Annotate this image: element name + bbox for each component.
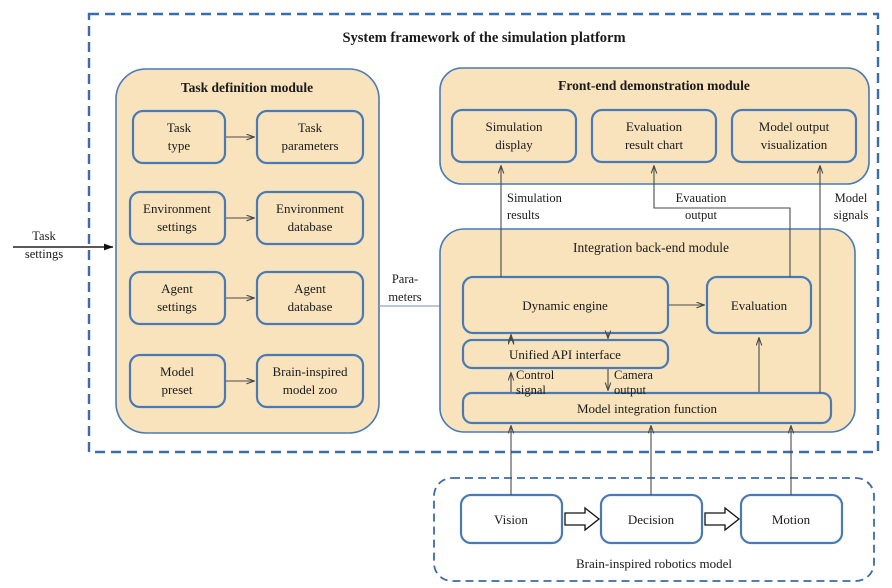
box-decision-label: Decision [628, 512, 675, 527]
label-task-settings-line2: settings [25, 247, 63, 261]
box-agent-database-line2: database [288, 299, 333, 314]
outer-system-boundary [87, 12, 880, 454]
box-evaluation-label: Evaluation [731, 298, 788, 313]
label-task-settings-line1: Task [32, 229, 56, 243]
box-environment-settings-line2: settings [157, 219, 197, 234]
frontend-demonstration-module-title: Front-end demonstration module [558, 78, 750, 93]
box-vision-label: Vision [494, 512, 528, 527]
box-unified-api-interface-label: Unified API interface [509, 347, 621, 362]
box-task-parameters[interactable] [255, 109, 365, 165]
box-environment-database[interactable] [255, 190, 365, 246]
box-simulation-display-line2: display [495, 137, 533, 152]
box-dynamic-engine-label: Dynamic engine [522, 298, 608, 313]
box-task-parameters-line2: parameters [281, 138, 338, 153]
box-brain-inspired-model-zoo[interactable] [255, 353, 365, 409]
box-evaluation[interactable] [705, 275, 813, 335]
label-control-signal-line1: Control [516, 368, 555, 382]
label-parameters-line2: meters [388, 290, 421, 304]
box-agent-settings-line1: Agent [161, 281, 193, 296]
arrow-evaluation-output [654, 166, 791, 277]
box-model-output-visualization-line2: visualization [761, 137, 828, 152]
box-model-output-visualization-line1: Model output [759, 119, 830, 134]
box-environment-database-line1: Environment [276, 201, 344, 216]
box-task-type-line1: Task [167, 120, 192, 135]
label-control-signal-line2: signal [516, 383, 546, 397]
label-camera-output-line2: output [614, 383, 646, 397]
box-simulation-display[interactable] [450, 108, 578, 164]
box-model-integration-function[interactable] [461, 391, 833, 425]
brain-inspired-robotics-boundary [433, 477, 875, 582]
box-task-type-line2: type [168, 138, 191, 153]
box-motion-label: Motion [772, 512, 811, 527]
box-simulation-display-line1: Simulation [485, 119, 543, 134]
box-dynamic-engine[interactable] [461, 275, 670, 335]
label-model-signals-line1: Model [835, 191, 868, 205]
label-simulation-results-line1: Simulation [507, 191, 563, 205]
box-task-parameters-line1: Task [298, 120, 323, 135]
block-arrow-vision-to-decision [564, 506, 601, 532]
box-environment-database-line2: database [288, 219, 333, 234]
box-model-preset[interactable] [128, 353, 227, 409]
box-model-integration-function-label: Model integration function [577, 401, 718, 416]
box-evaluation-result-chart-line1: Evaluation [626, 119, 683, 134]
box-agent-database-line1: Agent [294, 281, 326, 296]
label-camera-output-line1: Camera [614, 368, 653, 382]
box-agent-database[interactable] [255, 270, 365, 326]
page-title: System framework of the simulation platf… [342, 30, 625, 46]
box-agent-settings-line2: settings [157, 299, 197, 314]
box-task-type[interactable] [131, 109, 227, 165]
block-arrow-decision-to-motion [704, 506, 741, 532]
box-agent-settings[interactable] [128, 270, 227, 326]
box-model-output-visualization[interactable] [730, 108, 858, 164]
label-parameters-line1: Para- [392, 272, 418, 286]
label-simulation-results-line2: results [507, 208, 540, 222]
label-evaluation-output-line2: output [685, 208, 717, 222]
integration-backend-module-title: Integration back-end module [573, 240, 729, 255]
box-environment-settings-line1: Environment [143, 201, 211, 216]
task-definition-module-title: Task definition module [181, 80, 313, 95]
box-brain-inspired-model-zoo-line2: model zoo [283, 382, 338, 397]
box-environment-settings[interactable] [128, 190, 227, 246]
box-unified-api-interface[interactable] [461, 338, 670, 370]
box-evaluation-result-chart-line2: result chart [625, 137, 684, 152]
label-evaluation-output-line1: Evauation [676, 191, 727, 205]
label-model-signals-line2: signals [834, 208, 869, 222]
box-model-preset-line2: preset [161, 382, 192, 397]
box-model-preset-line1: Model [160, 364, 194, 379]
box-evaluation-result-chart[interactable] [590, 108, 718, 164]
box-brain-inspired-model-zoo-line1: Brain-inspired [272, 364, 348, 379]
brain-inspired-robotics-caption: Brain-inspired robotics model [576, 556, 732, 571]
